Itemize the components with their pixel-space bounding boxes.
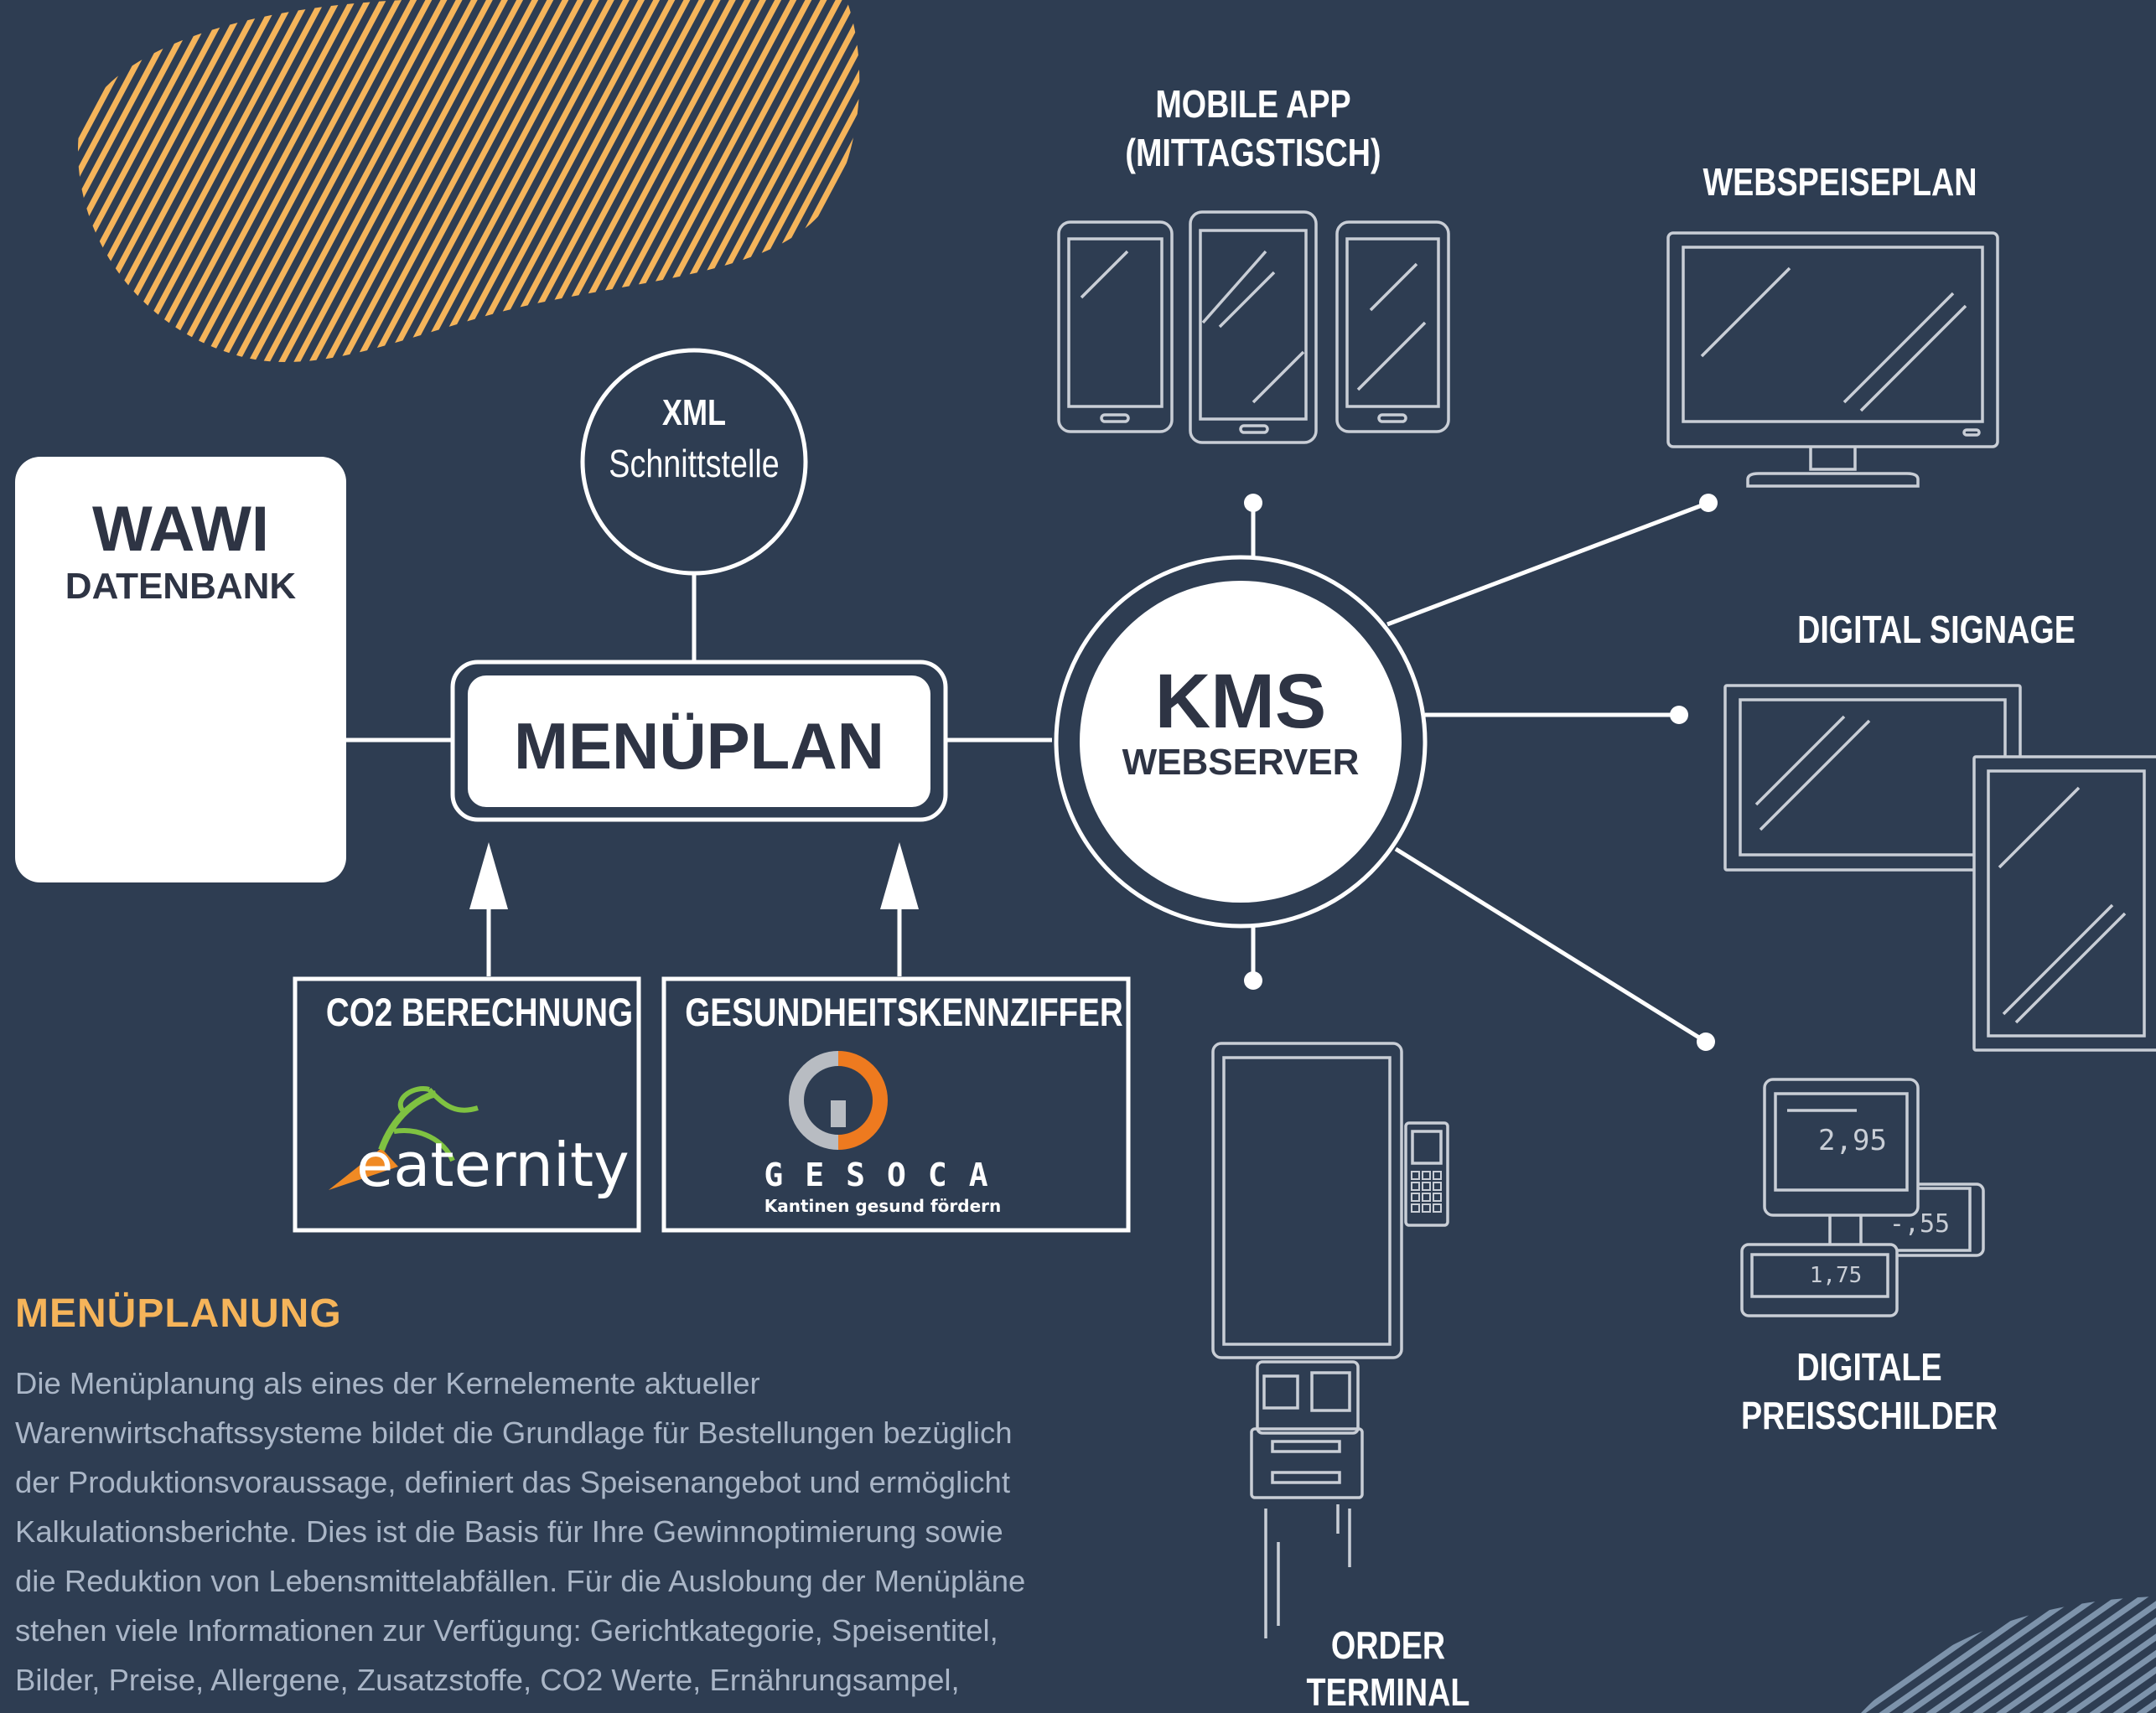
xml-title: XML (661, 392, 727, 433)
price-tags-icon (1740, 1078, 1985, 1317)
preisschilder-label-line2: PREISSCHILDER (1740, 1394, 1998, 1437)
preisschilder-label: DIGITALE PREISSCHILDER (1732, 1343, 2007, 1440)
eaternity-wordmark: eaternity (356, 1130, 630, 1200)
section-body: Die Menüplanung als eines der Kernelemen… (15, 1358, 1138, 1705)
price-tag-values: 2,95 -,55 1,75 (1810, 1124, 1950, 1288)
body-line: Die Menüplanung als eines der Kernelemen… (15, 1366, 760, 1400)
body-line: Bilder, Preise, Allergene, Zusatzstoffe,… (15, 1663, 960, 1697)
wawi-title: WAWI (91, 494, 270, 565)
kms-subtitle: WEBSERVER (1122, 742, 1360, 783)
kms-circle (1080, 581, 1402, 903)
monitor-icon (1666, 231, 1999, 488)
co2-title: CO2 BERECHNUNG (325, 990, 634, 1034)
gesoca-tagline: Kantinen gesund fördern (764, 1196, 1001, 1216)
mobile-app-label-line2: (MITTAGSTISCH) (1125, 131, 1381, 174)
health-title: GESUNDHEITSKENNZIFFER (685, 990, 1123, 1034)
body-line: der Produktionsvoraussage, definiert das… (15, 1465, 1010, 1499)
decorative-stripe-corner (1861, 1597, 2156, 1713)
gesoca-wordmark: GESOCA (764, 1157, 1009, 1193)
body-line: Kalkulationsberichte. Dies ist die Basis… (15, 1514, 1003, 1549)
arrow-up-icon (880, 842, 919, 909)
xml-circle (580, 348, 808, 576)
order-terminal-label-line1: ORDER (1330, 1623, 1446, 1667)
menuplanung-section: MENÜPLANUNG Die Menüplanung als eines de… (15, 1291, 1138, 1705)
arrow-up-icon (469, 842, 508, 909)
connector-dots (1244, 494, 1718, 1051)
health-box (661, 976, 1131, 1233)
mobile-app-label-line1: MOBILE APP (1155, 82, 1351, 126)
digital-signage-icon (1723, 684, 2156, 1052)
wawi-card (15, 457, 346, 882)
order-terminal-label-line2: TERMINAL (1306, 1670, 1470, 1713)
price-tag-value: -,55 (1889, 1209, 1950, 1239)
wawi-subtitle: DATENBANK (65, 566, 297, 607)
kiosk-icon (1211, 1042, 1449, 1638)
eaternity-logo: eaternity (329, 1086, 630, 1200)
body-line: Warenwirtschaftssysteme bildet die Grund… (15, 1415, 1013, 1450)
smartphones-icon (1057, 210, 1450, 444)
mobile-app-label: MOBILE APP (MITTAGSTISCH) (1116, 80, 1391, 177)
menuplan-label: MENÜPLAN (514, 709, 884, 783)
section-heading: MENÜPLANUNG (15, 1291, 342, 1336)
price-tag-value: 2,95 (1818, 1124, 1887, 1157)
kms-title: KMS (1154, 659, 1327, 744)
preisschilder-label-line1: DIGITALE (1796, 1345, 1942, 1389)
xml-subtitle: Schnittstelle (609, 442, 780, 485)
menuplan-outer-frame (450, 660, 948, 822)
price-tag-value: 1,75 (1810, 1263, 1863, 1288)
kms-outer-ring (1054, 555, 1428, 929)
decorative-stripe-blob (77, 0, 860, 363)
body-line: stehen viele Informationen zur Verfügung… (15, 1613, 998, 1648)
gesoca-logo: GESOCA Kantinen gesund fördern (764, 1051, 1009, 1216)
webspeiseplan-label: WEBSPEISEPLAN (1703, 160, 1977, 204)
connector-lines (346, 500, 1709, 1044)
menuplan-box (468, 675, 930, 807)
digital-signage-label: DIGITAL SIGNAGE (1797, 608, 2076, 651)
order-terminal-label: ORDER TERMINAL (1251, 1622, 1526, 1713)
co2-box (293, 976, 641, 1233)
body-line: die Reduktion von Lebensmittelabfällen. … (15, 1564, 1026, 1598)
